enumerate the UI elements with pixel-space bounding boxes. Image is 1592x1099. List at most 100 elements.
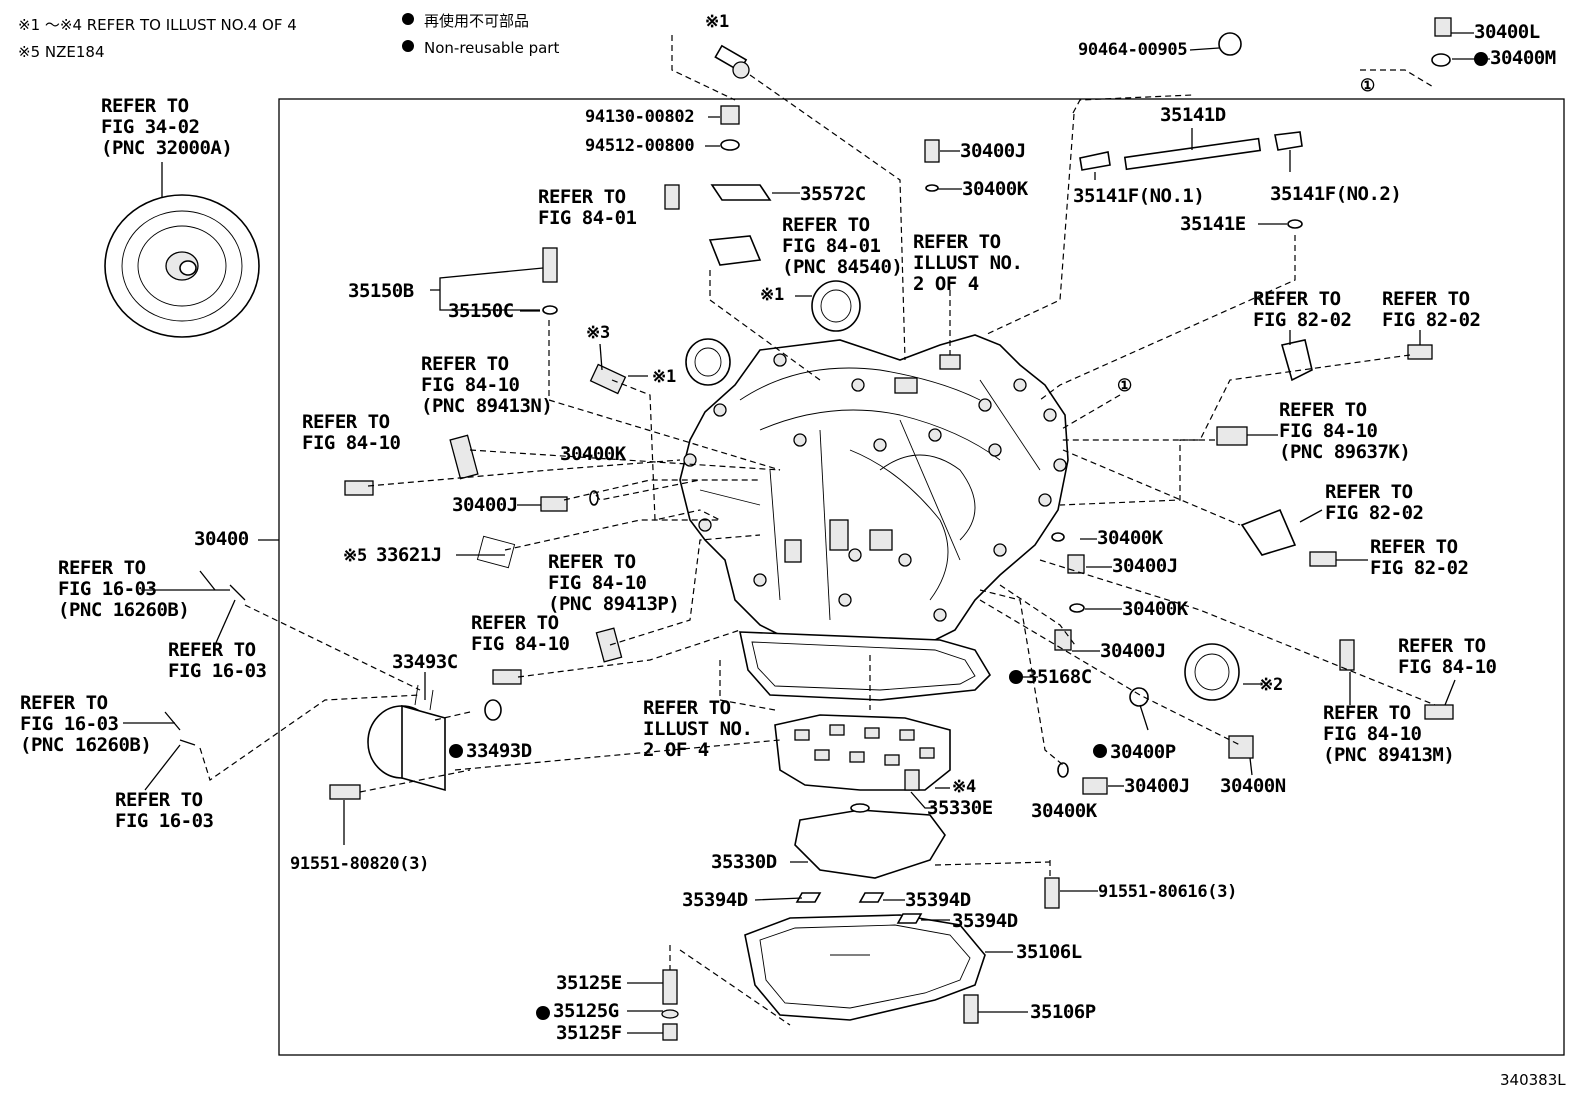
part-label-30400J: 30400J	[452, 494, 518, 516]
part-label-35394D: 35394D	[952, 910, 1018, 932]
svg-text:(PNC 84540): (PNC 84540)	[782, 256, 902, 278]
dashed-linkage-lines	[199, 35, 1436, 1026]
svg-text:FIG 84-10: FIG 84-10	[471, 633, 570, 655]
svg-text:(PNC 89413P): (PNC 89413P)	[548, 593, 679, 615]
part-label-30400: 30400	[194, 528, 249, 550]
non-reusable-bullet-icon	[536, 1006, 550, 1020]
svg-text:REFER TO: REFER TO	[1382, 288, 1470, 310]
part-label-90464-00905: 90464-00905	[1078, 40, 1187, 60]
refer-fig-84-10-left: REFER TO FIG 84-10	[302, 411, 401, 454]
note-mark-2: ※2	[1259, 675, 1283, 695]
svg-text:FIG 84-10: FIG 84-10	[1398, 656, 1497, 678]
note-mark-3: ※3	[586, 323, 610, 343]
oil-strainer-icon	[794, 809, 946, 879]
svg-text:REFER TO: REFER TO	[548, 551, 636, 573]
part-label-35394D: 35394D	[905, 889, 971, 911]
svg-text:REFER TO: REFER TO	[302, 411, 390, 433]
svg-text:2 OF 4: 2 OF 4	[643, 739, 709, 761]
refer-fig-82-02-c: REFER TO FIG 82-02	[1325, 481, 1424, 524]
refer-fig-84-10-pnc-89413n: REFER TO FIG 84-10 (PNC 89413N)	[421, 353, 553, 417]
part-label-35106P: 35106P	[1030, 1001, 1096, 1023]
part-label-30400M: 30400M	[1490, 47, 1556, 69]
svg-text:REFER TO: REFER TO	[1323, 702, 1411, 724]
assembly-frame	[278, 98, 1565, 1056]
svg-text:FIG 16-03: FIG 16-03	[115, 810, 214, 832]
oil-pan-icon	[744, 914, 986, 1021]
legend-english: Non-reusable part	[424, 39, 559, 57]
part-label-30400L: 30400L	[1474, 21, 1540, 43]
svg-text:FIG 84-10: FIG 84-10	[548, 572, 647, 594]
svg-text:REFER TO: REFER TO	[643, 697, 731, 719]
part-label-30400J: 30400J	[960, 140, 1026, 162]
part-label-35168C: 35168C	[1026, 666, 1092, 688]
part-label-94512-00800: 94512-00800	[585, 136, 694, 156]
part-label-33621J: 33621J	[376, 544, 442, 566]
note-mark-5: ※5	[343, 546, 367, 566]
refer-fig-84-10-pnc-89413p: REFER TO FIG 84-10 (PNC 89413P)	[548, 551, 680, 615]
part-label-35125G: 35125G	[553, 1000, 619, 1022]
svg-text:REFER TO: REFER TO	[1398, 635, 1486, 657]
svg-text:REFER TO: REFER TO	[20, 692, 108, 714]
strainer-oring-icon	[850, 803, 870, 813]
part-label-30400K: 30400K	[962, 178, 1029, 200]
part-label-35125E: 35125E	[556, 972, 622, 994]
svg-text:(PNC 89413M): (PNC 89413M)	[1323, 744, 1454, 766]
bolt-icon	[164, 17, 1454, 1041]
refer-illust-2-of-4-bottom: REFER TO ILLUST NO. 2 OF 4	[643, 697, 753, 761]
refer-fig-16-03-pnc-16260b-top: REFER TO FIG 16-03 (PNC 16260B)	[58, 557, 190, 621]
part-label-35141E: 35141E	[1180, 213, 1246, 235]
svg-text:FIG 84-10: FIG 84-10	[302, 432, 401, 454]
part-label-30400J: 30400J	[1112, 555, 1178, 577]
svg-text:FIG 82-02: FIG 82-02	[1370, 557, 1468, 579]
refer-fig-84-01-pnc-84540: REFER TO FIG 84-01 (PNC 84540)	[782, 214, 903, 278]
refer-fig-84-01: REFER TO FIG 84-01	[538, 186, 637, 229]
part-label-35106L: 35106L	[1016, 941, 1082, 963]
note-nze184: ※5 NZE184	[18, 43, 104, 61]
refer-fig-82-02-b: REFER TO FIG 82-02	[1382, 288, 1481, 331]
svg-text:ILLUST NO.: ILLUST NO.	[913, 252, 1022, 274]
refer-fig-84-10-pnc-89637k: REFER TO FIG 84-10 (PNC 89637K)	[1279, 399, 1411, 463]
svg-text:FIG 84-10: FIG 84-10	[421, 374, 520, 396]
non-reusable-bullet-icon	[1009, 670, 1023, 684]
svg-text:(PNC 16260B): (PNC 16260B)	[58, 599, 189, 621]
svg-text:REFER TO: REFER TO	[1253, 288, 1341, 310]
torque-converter-icon	[104, 162, 260, 338]
part-label-30400K: 30400K	[560, 443, 627, 465]
part-label-35141F-no2: 35141F(NO.2)	[1270, 183, 1401, 205]
svg-text:REFER TO: REFER TO	[471, 612, 559, 634]
part-label-35150C: 35150C	[448, 300, 514, 322]
part-label-94130-00802: 94130-00802	[585, 107, 694, 127]
svg-text:FIG 16-03: FIG 16-03	[58, 578, 157, 600]
part-label-35572C: 35572C	[800, 183, 866, 205]
part-label-33493C: 33493C	[392, 651, 458, 673]
pan-gasket-icon	[739, 631, 992, 701]
part-label-30400N: 30400N	[1220, 775, 1286, 797]
note-refer-illust: ※1 ～※4 REFER TO ILLUST NO.4 OF 4	[18, 16, 297, 34]
refer-fig-16-03-bottom: REFER TO FIG 16-03	[115, 789, 214, 832]
circled-ref-1: ①	[1360, 76, 1375, 96]
part-label-35394D: 35394D	[682, 889, 748, 911]
svg-text:FIG 82-02: FIG 82-02	[1325, 502, 1423, 524]
svg-text:REFER TO: REFER TO	[58, 557, 146, 579]
part-label-30400P: 30400P	[1110, 741, 1176, 763]
part-label-35141D: 35141D	[1160, 104, 1226, 126]
torque-converter-ref-line1: REFER TO	[101, 95, 189, 117]
part-label-35125F: 35125F	[556, 1022, 622, 1044]
refer-fig-16-03-top: REFER TO FIG 16-03	[168, 639, 267, 682]
part-label-35330D: 35330D	[711, 851, 777, 873]
svg-text:FIG 16-03: FIG 16-03	[168, 660, 267, 682]
non-reusable-bullet-icon	[402, 40, 414, 52]
svg-text:(PNC 89637K): (PNC 89637K)	[1279, 441, 1410, 463]
refer-fig-84-10-pnc-89413m: REFER TO FIG 84-10 (PNC 89413M)	[1323, 702, 1455, 766]
oil-cooler-icon	[367, 684, 446, 792]
svg-text:FIG 84-01: FIG 84-01	[538, 207, 637, 229]
part-label-35141F-no1: 35141F(NO.1)	[1073, 185, 1204, 207]
note-mark-4: ※4	[952, 777, 976, 797]
circled-ref-1: ①	[1117, 376, 1132, 396]
refer-fig-84-10-right: REFER TO FIG 84-10	[1398, 635, 1497, 678]
part-label-35150B: 35150B	[348, 280, 414, 302]
svg-text:FIG 16-03: FIG 16-03	[20, 713, 119, 735]
non-reusable-bullet-icon	[449, 744, 463, 758]
